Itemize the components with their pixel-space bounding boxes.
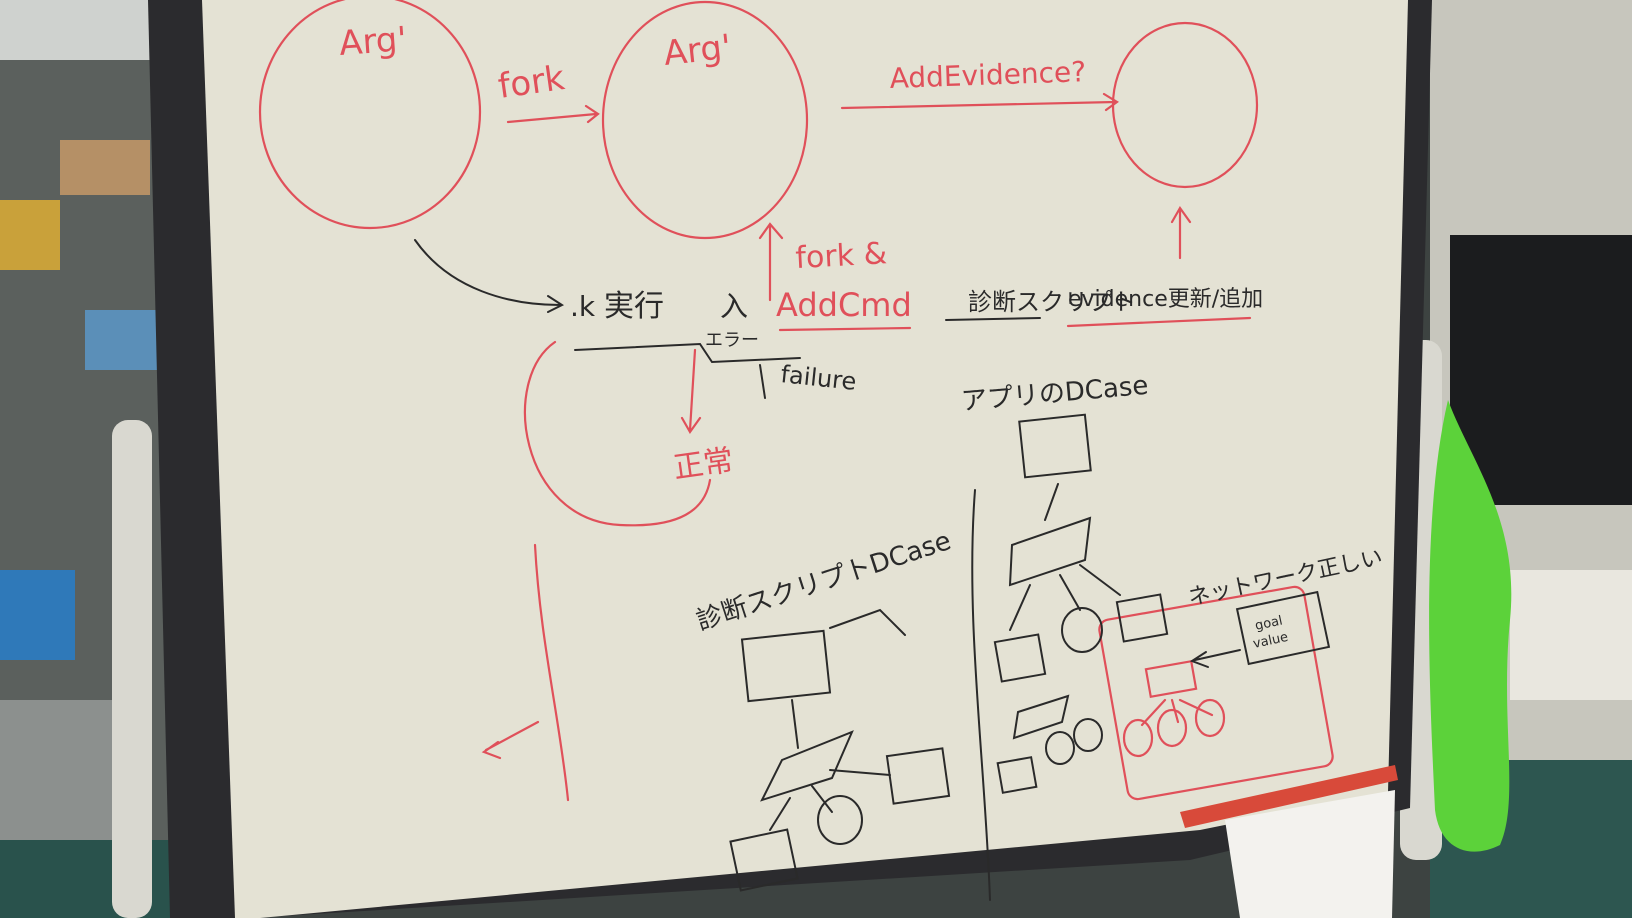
left-return-arrow bbox=[481, 720, 540, 760]
right-tree-edge bbox=[1044, 483, 1059, 521]
network-ok-box bbox=[1098, 585, 1334, 801]
right-leaf-node-1 bbox=[1045, 731, 1075, 765]
error-label: エラー bbox=[705, 330, 759, 351]
flow-evidence: evidence更新/追加 bbox=[1068, 287, 1263, 312]
stand-pole-left bbox=[112, 420, 152, 918]
diag-underline bbox=[945, 317, 1041, 321]
right-node bbox=[1061, 607, 1103, 653]
left-node bbox=[817, 795, 863, 845]
tv-monitor bbox=[1450, 235, 1632, 505]
left-goal-box bbox=[740, 629, 832, 703]
normal-label: 正常 bbox=[671, 443, 735, 486]
add-evidence-label: AddEvidence? bbox=[889, 55, 1087, 95]
note-arrow bbox=[1189, 649, 1241, 668]
green-bag bbox=[1429, 400, 1512, 852]
right-sub-strategy bbox=[1012, 694, 1070, 740]
left-tree-branches bbox=[769, 769, 891, 831]
left-pointer bbox=[829, 608, 906, 636]
red-ink-layer bbox=[258, 0, 1334, 802]
floor-left bbox=[0, 840, 190, 918]
arg-circle-1 bbox=[258, 0, 482, 230]
addcmd-underline bbox=[778, 326, 912, 332]
black-ink-layer bbox=[414, 239, 1331, 901]
arg-circle-2 bbox=[601, 0, 809, 240]
note-goal: goal bbox=[1254, 613, 1284, 633]
red-goal-box bbox=[1144, 659, 1198, 699]
yellow-box bbox=[0, 200, 60, 270]
red-node-3 bbox=[1194, 698, 1226, 738]
arg-to-k-arrow bbox=[414, 239, 565, 313]
loop-back-curve bbox=[524, 340, 712, 527]
failure-branch bbox=[574, 342, 801, 364]
left-vertical-line bbox=[533, 543, 570, 802]
red-node-1 bbox=[1122, 718, 1154, 758]
left-right-box bbox=[885, 747, 951, 805]
whiteboard-surface bbox=[202, 0, 1408, 918]
normal-arrow bbox=[680, 348, 702, 435]
goal-value-note-box bbox=[1235, 590, 1331, 666]
flow-exec: 実行 bbox=[604, 289, 664, 324]
flow-addcmd: AddCmd bbox=[776, 286, 912, 324]
right-leaf-box-3 bbox=[996, 756, 1038, 794]
right-tree-branches bbox=[1009, 564, 1121, 631]
left-bottom-box bbox=[729, 828, 799, 892]
note-value: value bbox=[1252, 630, 1290, 652]
add-evidence-arrow bbox=[840, 92, 1119, 112]
flow-k: .k bbox=[570, 290, 596, 323]
right-strategy bbox=[1008, 516, 1092, 587]
cardboard-box bbox=[60, 140, 150, 195]
evidence-up-arrow bbox=[1170, 205, 1192, 260]
right-goal-box bbox=[1018, 413, 1092, 479]
failure-tick bbox=[759, 364, 766, 399]
red-marker bbox=[1180, 765, 1398, 828]
trash-can bbox=[0, 700, 120, 840]
right-leaf-box-2 bbox=[1115, 593, 1169, 643]
right-leaf-node-2 bbox=[1073, 718, 1103, 752]
fork-label: fork bbox=[496, 58, 568, 107]
paper-sheet bbox=[1225, 790, 1395, 918]
flow-in: 入 bbox=[720, 290, 748, 323]
fork-arrow bbox=[506, 104, 600, 124]
blue-crate bbox=[0, 570, 75, 660]
box-right bbox=[1510, 570, 1632, 700]
fork-add-arrow bbox=[758, 222, 784, 302]
fork-and-label: fork & bbox=[795, 236, 888, 276]
flow-diag: 診断スクリプト bbox=[968, 288, 1136, 316]
left-strategy bbox=[760, 730, 854, 802]
left-tree-edge bbox=[791, 699, 799, 749]
arg-label-2: Arg' bbox=[662, 27, 733, 74]
evidence-underline bbox=[1066, 316, 1252, 328]
divider-line bbox=[971, 489, 991, 901]
arg-label-1: Arg' bbox=[338, 19, 408, 64]
right-leaf-box-1 bbox=[993, 633, 1047, 683]
red-node-2 bbox=[1156, 708, 1188, 748]
